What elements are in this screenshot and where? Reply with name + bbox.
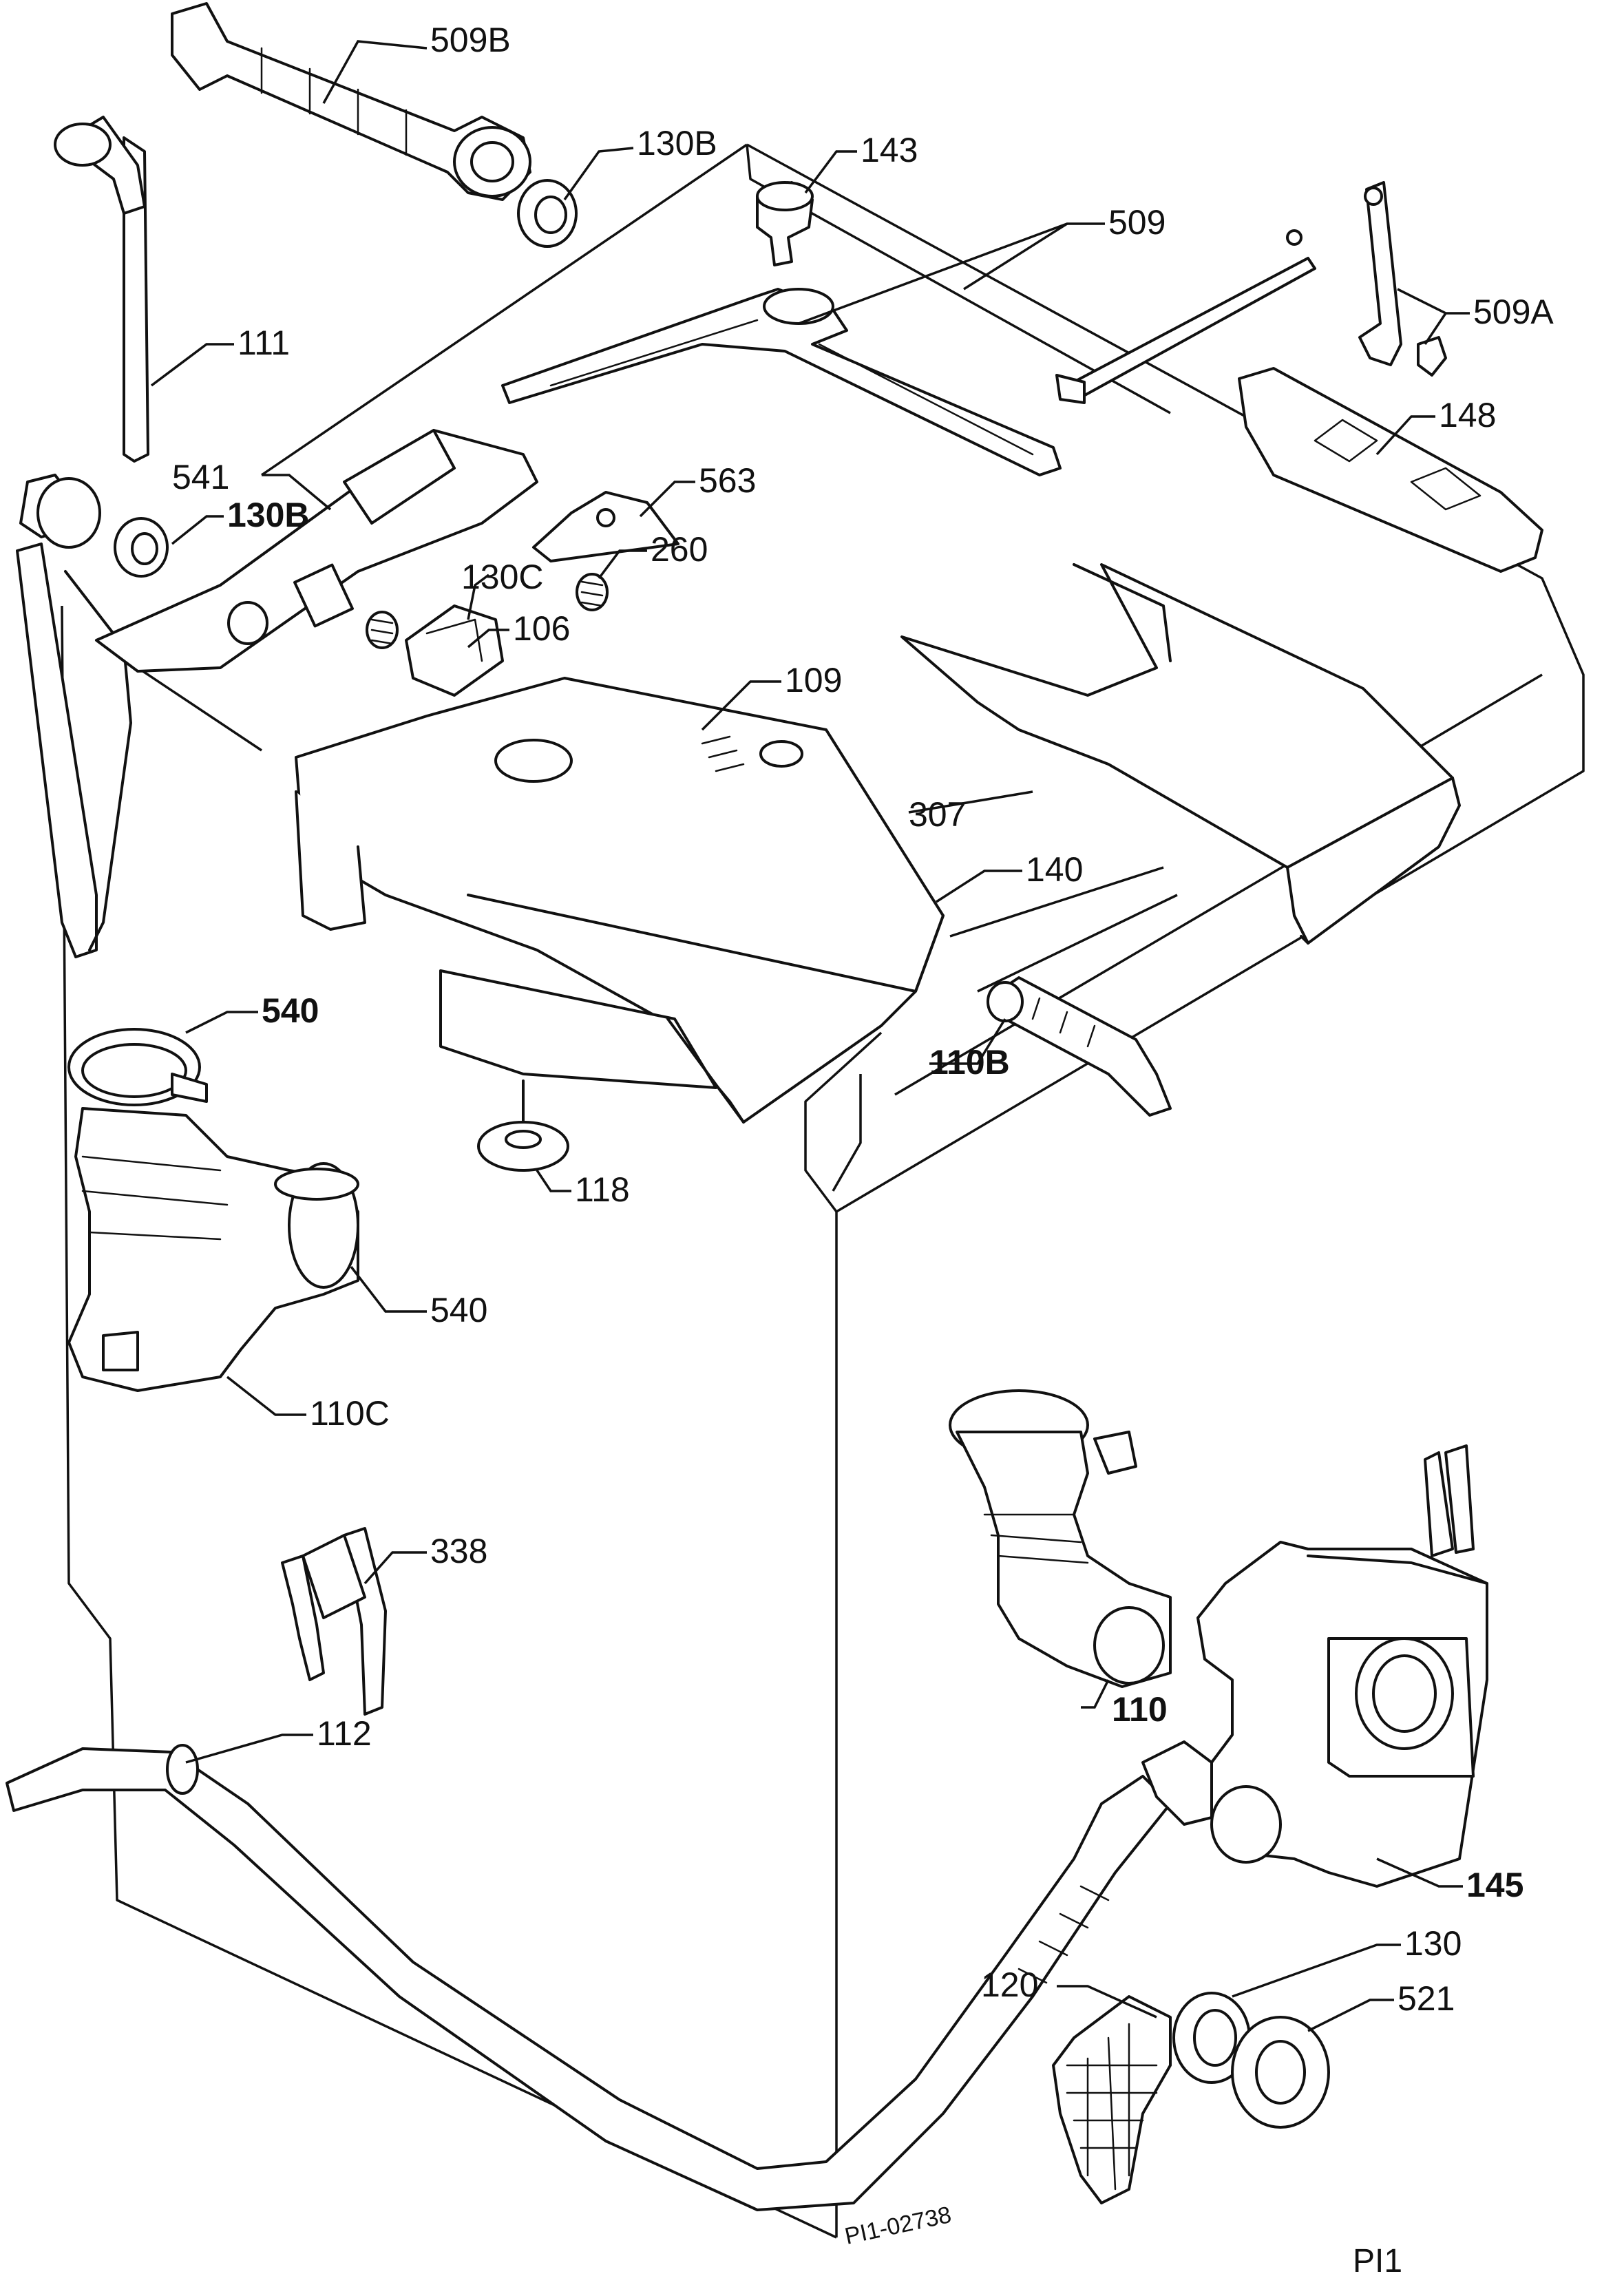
part-118-nozzle: [477, 1079, 569, 1172]
part-148-tray: [1238, 367, 1543, 573]
part-110c-sump-hose: [67, 1107, 359, 1392]
label-112: 112: [317, 1714, 372, 1753]
part-120-filter: [1052, 1995, 1172, 2204]
label-521: 521: [1398, 1979, 1455, 2018]
label-143: 143: [861, 131, 918, 169]
part-145-pump: [1196, 1444, 1488, 1888]
part-112-drain-hose: [6, 1740, 1213, 2211]
part-260-spring: [576, 573, 609, 611]
label-130b-top: 130B: [637, 124, 717, 162]
drawing-code: PI1-02738: [843, 2202, 953, 2250]
part-110b-hose: [987, 976, 1172, 1117]
label-118: 118: [575, 1170, 630, 1209]
part-106-switch: [405, 604, 504, 697]
part-130-seal: [1172, 1992, 1251, 2084]
part-509a-lever: [1358, 181, 1447, 377]
label-260: 260: [651, 530, 708, 569]
label-111: 111: [238, 324, 290, 362]
label-130: 130: [1404, 1924, 1462, 1963]
label-140: 140: [1026, 850, 1083, 889]
label-509b: 509B: [430, 21, 511, 59]
label-509a: 509A: [1473, 293, 1554, 331]
part-563-cover: [532, 491, 679, 562]
part-110-pump-hose: [949, 1389, 1172, 1688]
label-563: 563: [699, 461, 756, 500]
part-130b-top-ring: [517, 179, 578, 248]
label-106: 106: [513, 609, 570, 648]
part-509b-inlet-pipe: [171, 2, 531, 201]
label-110: 110: [1112, 1690, 1168, 1729]
label-120: 120: [981, 1966, 1038, 2004]
label-541: 541: [172, 458, 229, 496]
part-111-hose: [16, 116, 149, 958]
part-130b-ring: [114, 517, 169, 578]
part-541-bracket: [95, 429, 538, 673]
label-148: 148: [1439, 396, 1496, 434]
label-307: 307: [909, 795, 966, 834]
label-130b: 130B: [227, 496, 310, 534]
part-109-housing: [295, 677, 945, 1124]
part-338-clip: [281, 1527, 387, 1716]
label-540-top: 540: [262, 991, 319, 1030]
part-540-clamp: [67, 1028, 208, 1106]
part-509-lever: [501, 229, 1316, 476]
label-110c: 110C: [310, 1394, 390, 1433]
leader-lines: [150, 40, 1470, 2032]
label-130c: 130C: [461, 558, 544, 596]
part-307-drawer: [900, 563, 1461, 945]
label-338: 338: [430, 1532, 487, 1570]
label-540: 540: [430, 1291, 487, 1329]
page-code: PI1: [1353, 2243, 1402, 2276]
label-145: 145: [1466, 1866, 1523, 1904]
part-521-cap: [1231, 2016, 1330, 2129]
label-110b: 110B: [929, 1043, 1010, 1082]
label-509: 509: [1108, 203, 1166, 242]
part-130c-spring: [366, 611, 399, 649]
part-labels: 509B 130B 143 509 509A 111 148 541 130B …: [172, 21, 1554, 2018]
label-109: 109: [785, 661, 842, 699]
part-143-knob: [756, 181, 814, 266]
